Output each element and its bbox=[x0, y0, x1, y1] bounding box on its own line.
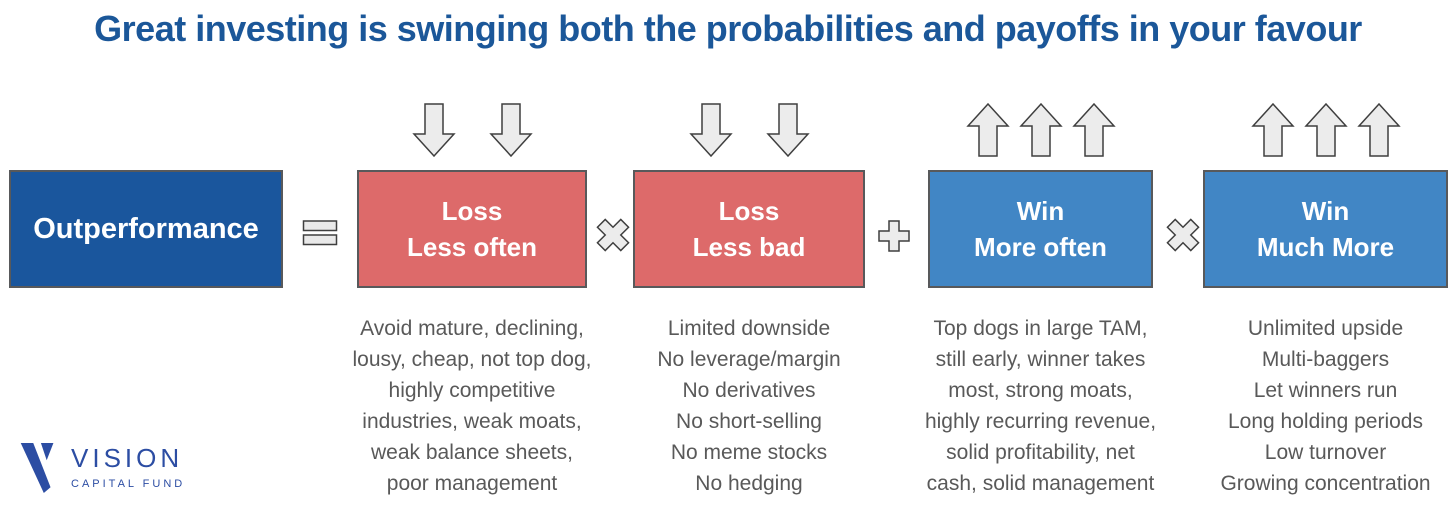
outperformance-label: Outperformance bbox=[33, 213, 259, 245]
multiply-icon bbox=[1163, 215, 1203, 260]
factor-description: Avoid mature, declining, lousy, cheap, n… bbox=[352, 317, 592, 495]
up-arrow-icon bbox=[1018, 103, 1063, 157]
down-arrow-icon bbox=[688, 103, 733, 157]
factor-win-much-more: Win Much More Unlimited upside Multi-bag… bbox=[1203, 103, 1448, 499]
vision-logo-text: VISION CAPITAL FUND bbox=[71, 443, 185, 490]
down-arrows-group bbox=[633, 103, 865, 159]
factor-description: Limited downside No leverage/margin No d… bbox=[657, 317, 841, 495]
up-arrows-group bbox=[928, 103, 1153, 159]
factor-loss-less-bad: Loss Less bad Limited downside No levera… bbox=[633, 103, 865, 499]
vision-logo-mark-icon bbox=[20, 443, 54, 493]
factor-label: Loss Less bad bbox=[692, 196, 806, 262]
equals-icon bbox=[302, 219, 338, 251]
down-arrow-icon bbox=[411, 103, 456, 157]
outperformance-box: Outperformance bbox=[9, 170, 283, 288]
down-arrows-group bbox=[357, 103, 587, 159]
multiply-icon bbox=[593, 215, 633, 260]
up-arrow-icon bbox=[1356, 103, 1401, 157]
up-arrow-icon bbox=[1303, 103, 1348, 157]
factor-box: Loss Less often bbox=[357, 170, 587, 288]
factor-loss-less-often: Loss Less often Avoid mature, declining,… bbox=[353, 103, 591, 499]
vision-logo: VISION CAPITAL FUND bbox=[20, 443, 185, 493]
down-arrow-icon bbox=[488, 103, 533, 157]
vision-logo-subtitle: CAPITAL FUND bbox=[71, 478, 186, 490]
factor-box: Loss Less bad bbox=[633, 170, 865, 288]
factor-label: Win More often bbox=[974, 196, 1107, 262]
page-title: Great investing is swinging both the pro… bbox=[94, 8, 1362, 49]
up-arrow-icon bbox=[965, 103, 1010, 157]
factor-box: Win Much More bbox=[1203, 170, 1448, 288]
factor-description: Top dogs in large TAM, still early, winn… bbox=[924, 317, 1157, 495]
down-arrow-icon bbox=[765, 103, 810, 157]
up-arrows-group bbox=[1203, 103, 1448, 159]
factor-win-more-often: Win More often Top dogs in large TAM, st… bbox=[925, 103, 1156, 499]
factor-label: Win Much More bbox=[1256, 196, 1395, 262]
plus-icon bbox=[877, 219, 911, 258]
factor-label: Loss Less often bbox=[406, 196, 538, 262]
up-arrow-icon bbox=[1071, 103, 1116, 157]
factor-description: Unlimited upside Multi-baggers Let winne… bbox=[1220, 317, 1431, 495]
factor-box: Win More often bbox=[928, 170, 1153, 288]
up-arrow-icon bbox=[1250, 103, 1295, 157]
vision-logo-name: VISION bbox=[71, 443, 184, 473]
